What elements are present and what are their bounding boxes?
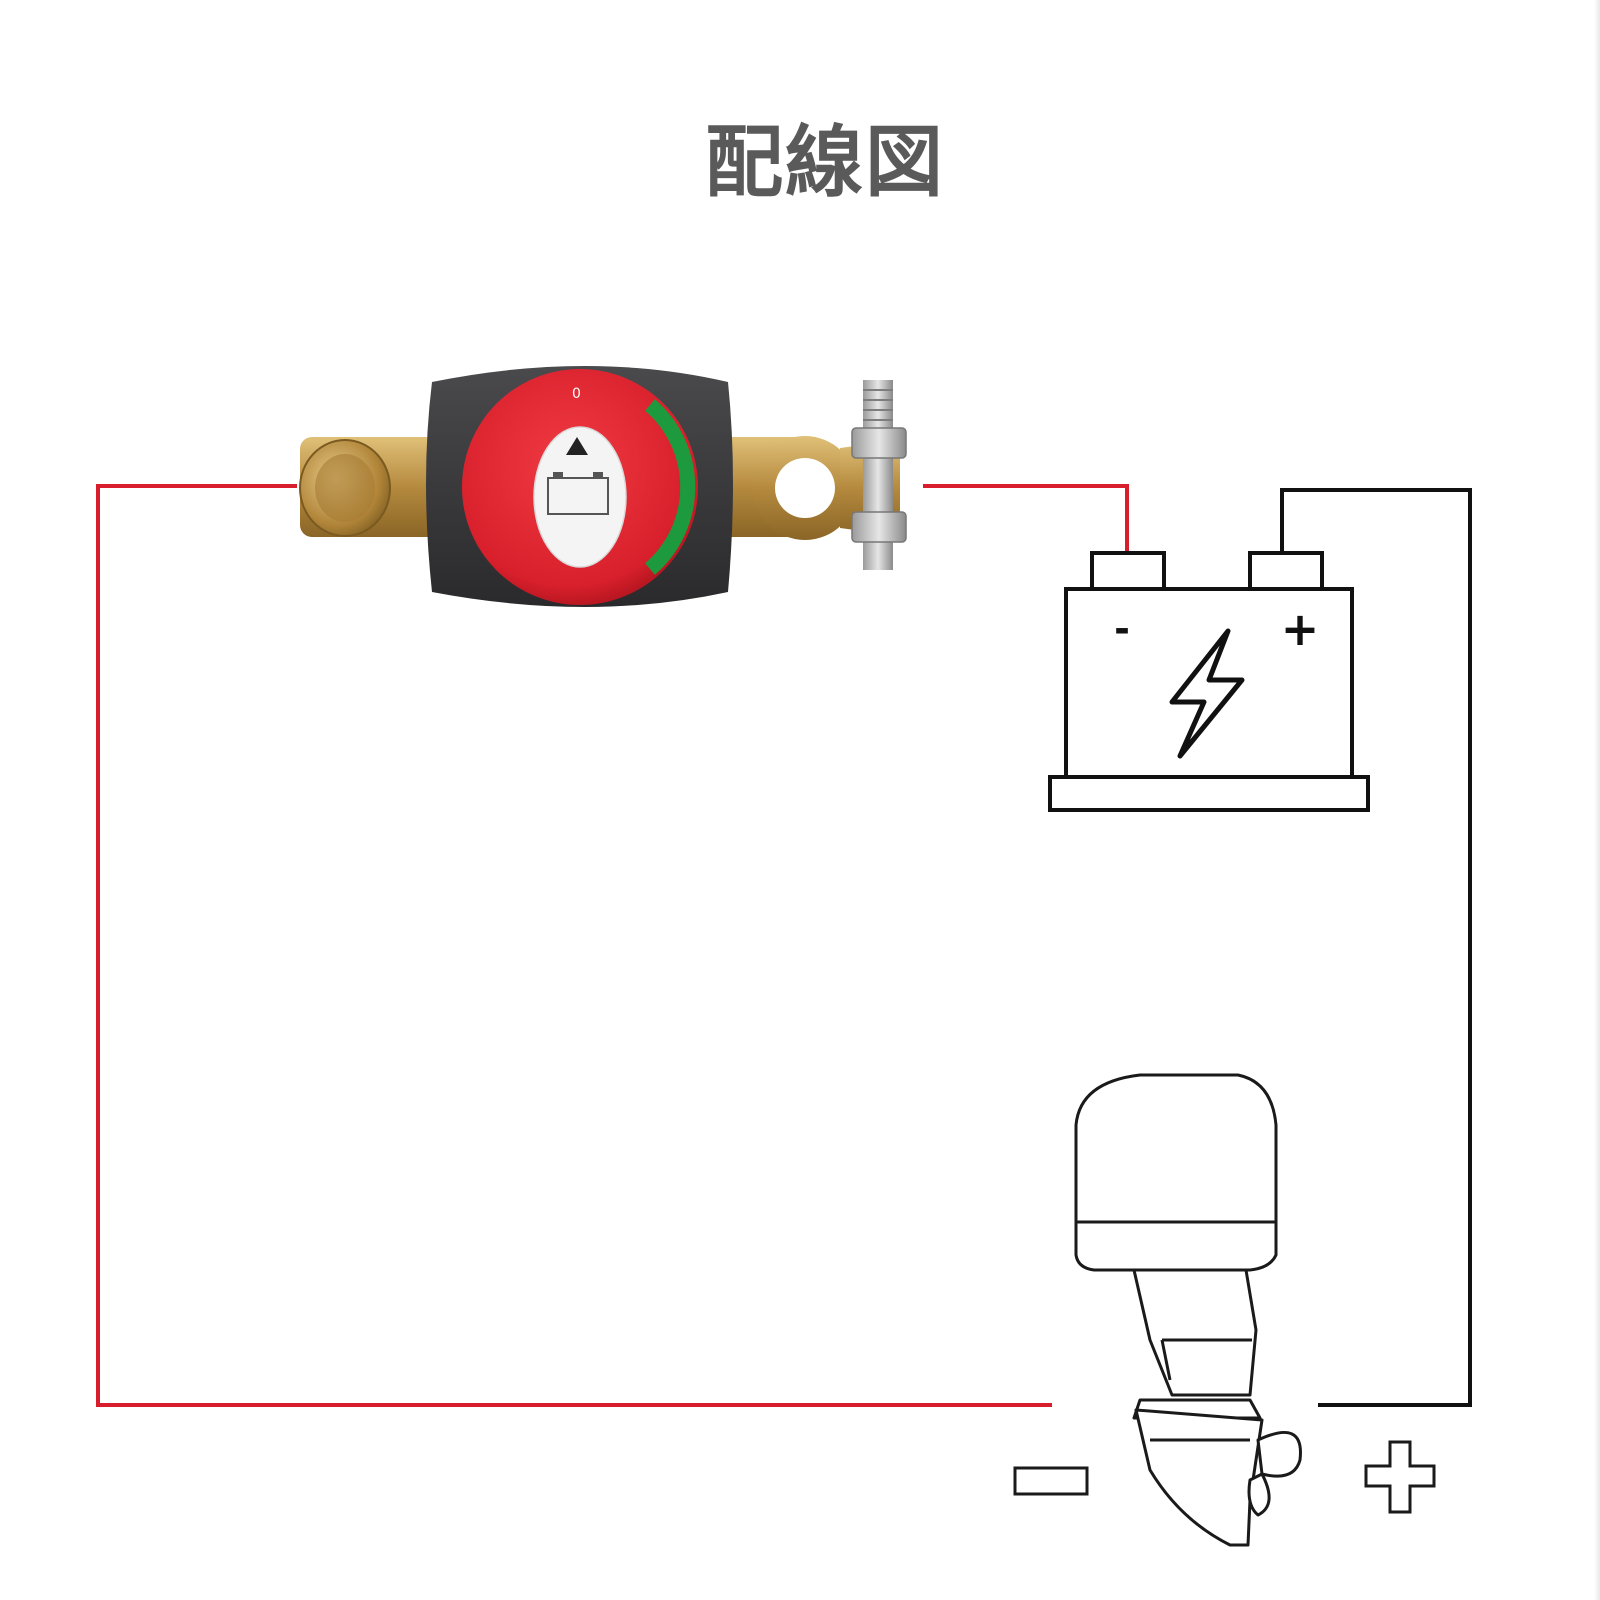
battery-clamp-icon (753, 380, 907, 570)
page-edge-shadow (1594, 0, 1600, 1600)
outboard-motor-icon (1074, 1073, 1302, 1547)
battery-negative-mark: - (1114, 607, 1130, 651)
motor-negative-mark (1013, 1466, 1089, 1496)
battery-disconnect-switch-icon: 0 (299, 366, 907, 607)
page-title: 配線図 (704, 118, 945, 208)
lightning-bolt-icon (1169, 628, 1245, 759)
positive-wire (1280, 488, 1472, 1407)
battery-icon (1048, 551, 1370, 812)
negative-wire (96, 484, 1129, 1407)
motor-positive-mark (1364, 1440, 1436, 1514)
knob-mark: 0 (572, 386, 581, 402)
battery-positive-mark: + (1281, 602, 1320, 656)
